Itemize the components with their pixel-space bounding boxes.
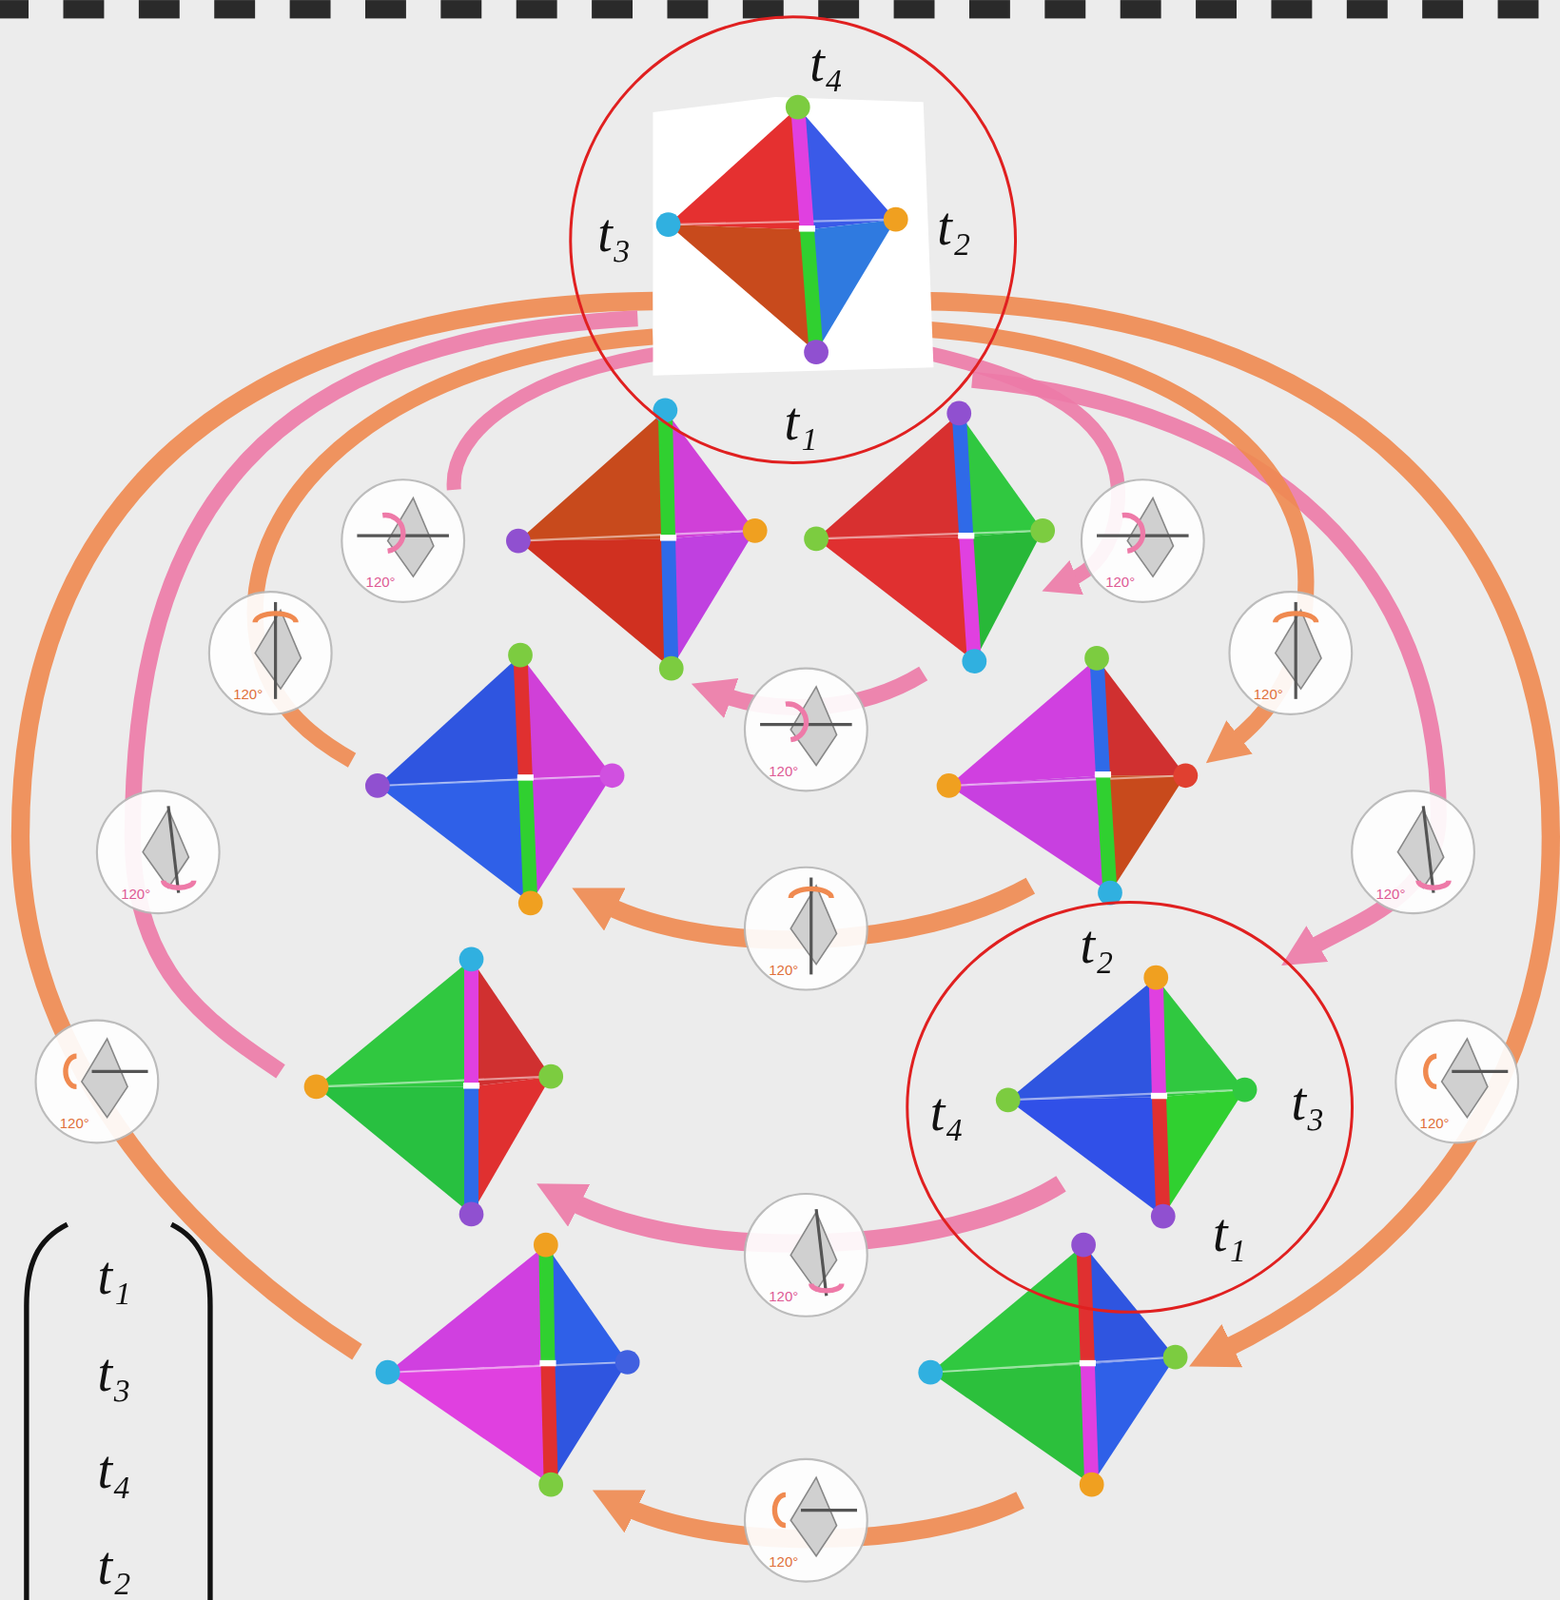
vertex-label: t₄	[809, 36, 843, 90]
vertex-label: t₂	[936, 199, 971, 254]
angle-label: 120°	[768, 1554, 799, 1569]
angle-label: 120°	[768, 961, 799, 976]
angle-label: 120°	[366, 574, 396, 589]
angle-label: 120°	[1105, 574, 1135, 589]
angle-label: 120°	[1420, 1114, 1450, 1130]
matrix-bracket	[26, 1224, 211, 1600]
top-border	[0, 0, 1539, 19]
rotation-arrows	[19, 301, 1551, 1540]
angle-label: 120°	[233, 686, 263, 702]
circle-outline	[902, 897, 1357, 1317]
angle-label: 120°	[1375, 885, 1405, 900]
angle-label: 120°	[768, 1288, 799, 1304]
matrix-entry: t₂	[97, 1539, 132, 1593]
highlight-circle: t₄ t₃ t₂ t₁	[565, 12, 1020, 468]
vertex-label: t₄	[930, 1085, 964, 1139]
angle-label: 120°	[768, 762, 799, 778]
white-patch	[652, 97, 934, 376]
vertex-label: t₁	[1212, 1206, 1247, 1260]
vertex-label: t₃	[1291, 1074, 1326, 1129]
highlight-circle: t₂ t₄ t₃ t₁	[902, 897, 1357, 1317]
rotation-icons	[36, 479, 1519, 1581]
matrix-entry: t₁	[97, 1248, 132, 1303]
matrix-entry: t₄	[97, 1443, 132, 1497]
angle-label: 120°	[59, 1114, 90, 1130]
angle-label: 120°	[120, 885, 151, 900]
tetrahedra	[304, 95, 1258, 1498]
vertex-label: t₂	[1080, 917, 1114, 972]
vertex-label: t₁	[783, 394, 818, 449]
matrix-entry: t₃	[97, 1345, 132, 1400]
angle-label: 120°	[1253, 686, 1284, 702]
vertex-label: t₃	[597, 206, 631, 260]
